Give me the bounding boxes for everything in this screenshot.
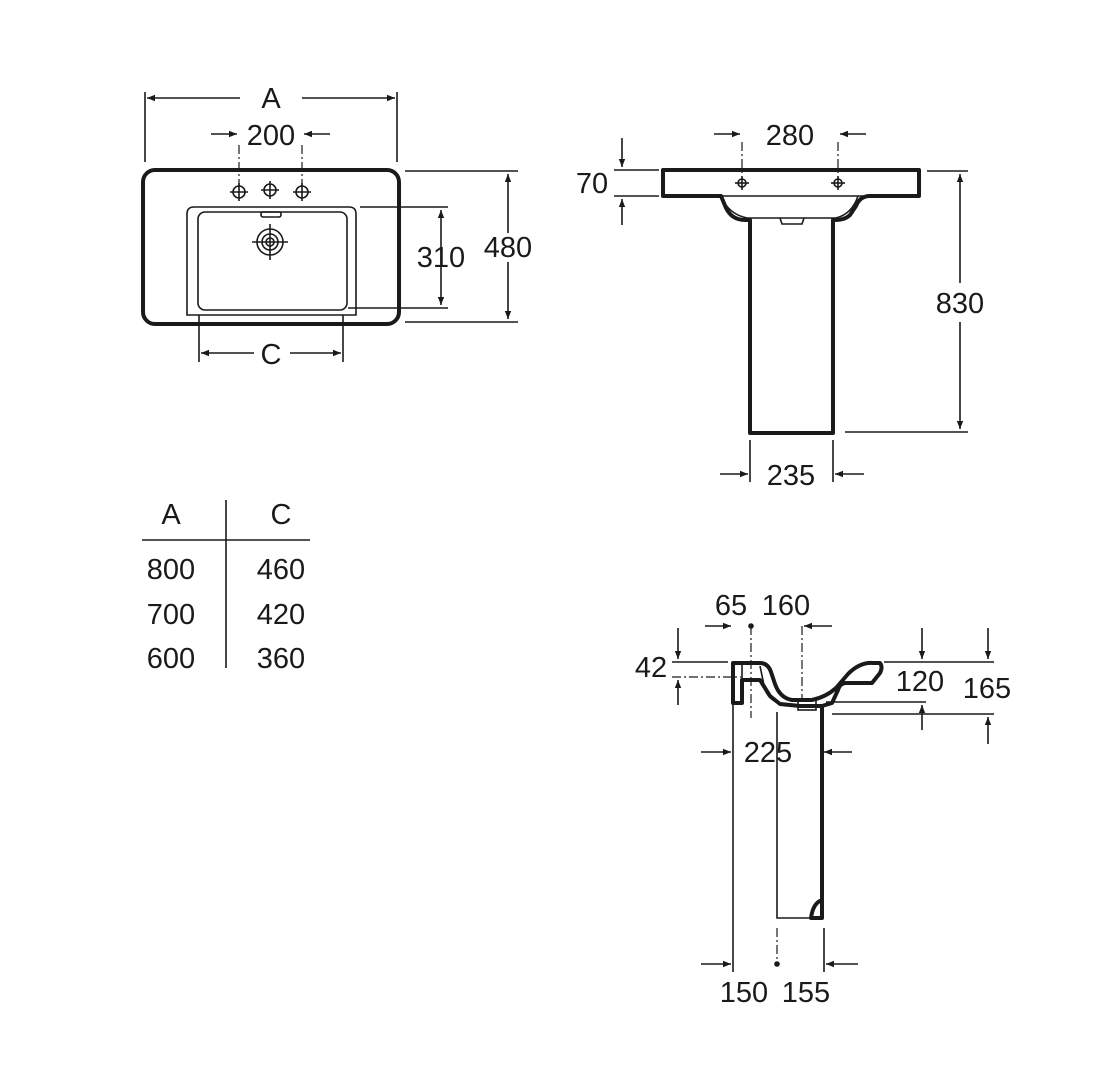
dim-label-drain-offset: 160 [762,590,810,622]
bowl-inner-top [197,211,348,311]
tap-hole-center-icon [261,181,279,199]
table-cell: 460 [257,554,305,586]
dim-label-back-offset: 65 [715,590,747,622]
dim-label-c: C [261,339,282,371]
dim-label-base-back: 150 [720,977,768,1009]
dim-label-hole-spacing: 280 [766,120,814,152]
dim-label-base-front: 155 [782,977,830,1009]
front-view: 280 70 830 235 [576,120,984,492]
table-header-c: C [271,499,292,531]
table-cell: 360 [257,643,305,675]
basin-outline-side [731,660,884,920]
bowl-section-side [741,663,787,707]
top-view: A 200 310 480 C [141,83,532,371]
size-table: A C 800 460 700 420 600 360 [142,499,310,675]
side-view: 65 160 42 120 165 225 150 155 [635,590,1011,1009]
basin-outline-top [141,168,401,326]
table-cell: 600 [147,643,195,675]
overflow-slot [260,211,282,218]
waste-outlet [797,699,817,711]
dim-label-total-depth: 480 [484,232,532,264]
basin-outline-front [661,168,921,435]
drain-icon [252,224,288,260]
dim-label-rim-height: 42 [635,652,667,684]
dim-label-tap-spacing: 200 [247,120,295,152]
table-cell: 700 [147,599,195,631]
mount-hole-left-icon [735,176,749,190]
dim-label-bowl-height: 120 [896,666,944,698]
dim-label-rim-thickness: 70 [576,168,608,200]
pedestal-outline-side [776,712,822,919]
dim-label-drain-height: 165 [963,673,1011,705]
table-header-a: A [161,499,181,531]
bowl-outline-top [186,206,357,316]
table-cell: 420 [257,599,305,631]
dim-label-bowl-depth: 310 [417,242,465,274]
mount-hole-right-icon [831,176,845,190]
dim-label-a: A [261,83,281,115]
dim-label-pedestal-width: 235 [767,460,815,492]
dim-label-total-height: 830 [936,288,984,320]
dim-label-pedestal-depth: 225 [744,737,792,769]
table-cell: 800 [147,554,195,586]
